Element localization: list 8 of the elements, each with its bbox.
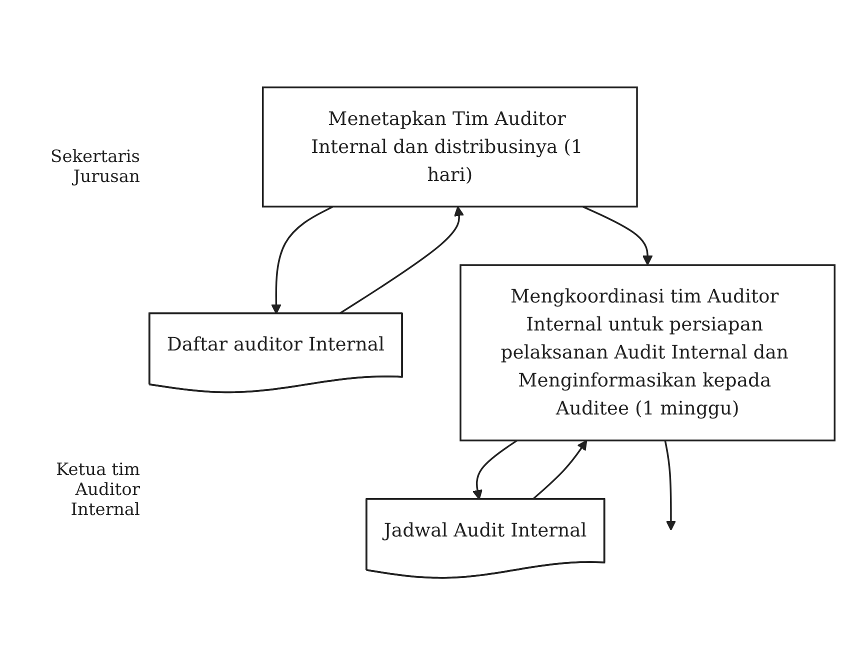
lane-label: Sekertaris Jurusan <box>50 146 140 186</box>
arrow <box>582 206 653 266</box>
arrow <box>664 440 676 532</box>
node-box: Mengkoordinasi tim Auditor Internal untuk persiapan pelaksanan Audit Internal dan Menginformasikan kepada Auditee (1 minggu) <box>460 264 836 442</box>
node-box: Menetapkan Tim Auditor Internal dan distribusinya (1 hari) <box>262 86 638 208</box>
arrow <box>271 206 334 315</box>
arrow <box>472 440 518 500</box>
lane-label: Ketua tim Auditor Internal <box>54 460 140 520</box>
